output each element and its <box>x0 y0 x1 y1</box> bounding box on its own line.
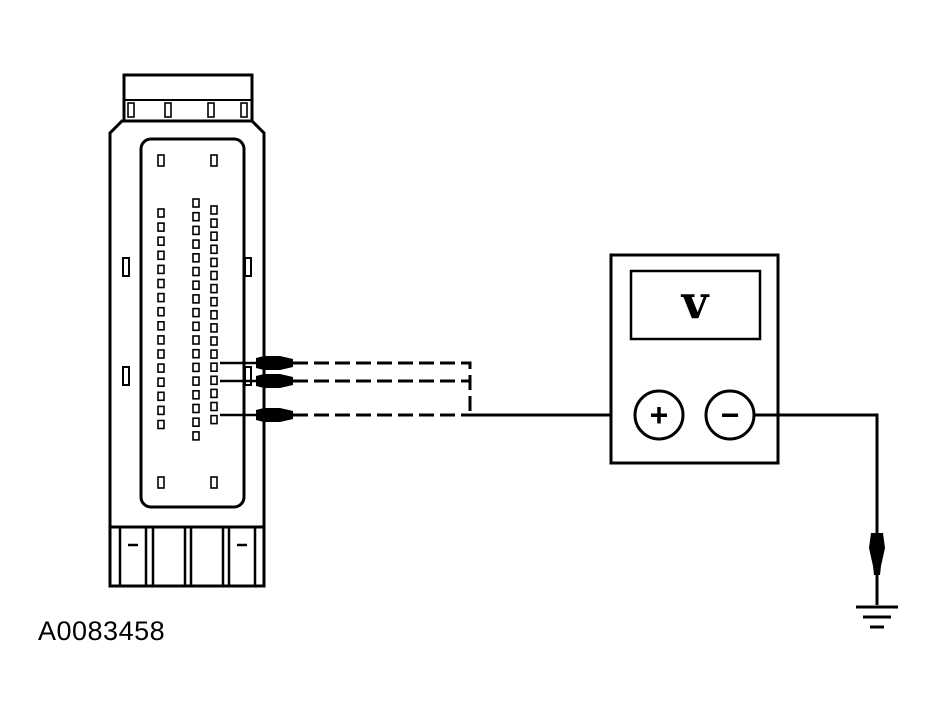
pin-cavity <box>192 403 200 414</box>
ground-symbol-icon <box>856 605 898 629</box>
pin-cavity <box>157 250 165 261</box>
negative-terminal: − <box>704 389 756 441</box>
pin-cavities <box>157 154 218 489</box>
pin-cavity <box>210 218 218 228</box>
pin-cavity <box>192 431 200 441</box>
pin-cavity <box>192 321 200 332</box>
latch-pin <box>240 102 248 118</box>
corner-pin-cavity <box>157 476 165 489</box>
pin-cavity <box>210 257 218 268</box>
pin-cavity <box>210 375 218 386</box>
latch-pin <box>164 102 172 118</box>
negative-test-wire <box>754 413 879 535</box>
pin-cavity <box>157 377 165 388</box>
pin-cavity <box>157 222 165 232</box>
pin-cavity <box>157 264 165 275</box>
pin-cavity <box>157 236 165 246</box>
probe-tip-lower <box>220 408 293 422</box>
negative-terminal-label: − <box>721 397 740 433</box>
pin-cavity <box>157 278 165 289</box>
multimeter-display-symbol: v <box>681 275 710 329</box>
pin-cavity <box>210 336 218 346</box>
pin-cavity <box>157 208 165 218</box>
pin-cavity <box>210 296 218 307</box>
pin-cavity <box>192 335 200 345</box>
pin-cavity <box>210 231 218 241</box>
latch-pin <box>207 102 215 118</box>
pin-cavity <box>210 362 218 373</box>
pin-cavity <box>192 376 200 386</box>
pin-cavity <box>192 389 200 400</box>
pin-cavity <box>192 294 200 304</box>
pin-cavity <box>192 362 200 373</box>
latch-pins <box>127 102 248 118</box>
pin-cavity <box>192 225 200 236</box>
multimeter-display <box>629 269 762 341</box>
pin-cavity <box>157 320 165 331</box>
probe-leads <box>293 361 472 417</box>
pin-cavity <box>210 401 218 412</box>
pin-cavity <box>192 198 200 208</box>
figure-id-label: A0083458 <box>38 616 166 646</box>
pin-cavity <box>210 270 218 281</box>
pin-cavity <box>192 307 200 318</box>
pin-cavity <box>192 417 200 428</box>
pin-cavity <box>157 349 165 359</box>
connector-body <box>108 119 266 588</box>
ground-probe-tip <box>869 533 885 575</box>
pin-cavity <box>210 283 218 294</box>
latch-pin <box>127 102 135 118</box>
pin-cavity <box>157 335 165 345</box>
pin-cavity <box>157 363 165 373</box>
ground-lead <box>754 413 885 605</box>
corner-pin-cavity <box>210 476 218 489</box>
corner-pin-cavity <box>157 154 165 167</box>
pin-cavity <box>210 309 218 320</box>
pin-cavity <box>210 205 218 215</box>
pin-cavity <box>210 414 218 425</box>
probe-lead-upper <box>293 361 472 411</box>
connector-top-latch <box>122 73 254 121</box>
corner-pin-cavity <box>210 154 218 167</box>
connector-bottom-ribs <box>118 525 257 588</box>
probe-tip-middle <box>220 374 293 388</box>
pin-cavity <box>210 349 218 359</box>
pin-cavity <box>192 266 200 277</box>
pin-cavity <box>157 391 165 402</box>
pin-cavity <box>157 405 165 416</box>
pin-cavity <box>192 280 200 291</box>
pin-cavity <box>157 306 165 317</box>
connector-face <box>139 137 246 509</box>
pin-cavity <box>210 323 218 333</box>
multimeter: v + − <box>609 253 780 465</box>
pin-cavity <box>157 419 165 430</box>
pin-cavity <box>210 244 218 255</box>
pin-cavity <box>192 239 200 249</box>
positive-terminal-label: + <box>650 397 669 433</box>
pin-cavity <box>192 211 200 222</box>
pin-cavity <box>157 292 165 303</box>
pin-cavity <box>210 388 218 399</box>
pin-cavity <box>192 348 200 359</box>
module-connector <box>108 73 266 588</box>
probe-tip-upper <box>220 356 293 370</box>
probe-tips <box>220 356 293 422</box>
pin-cavity <box>192 253 200 263</box>
positive-terminal: + <box>633 389 685 441</box>
